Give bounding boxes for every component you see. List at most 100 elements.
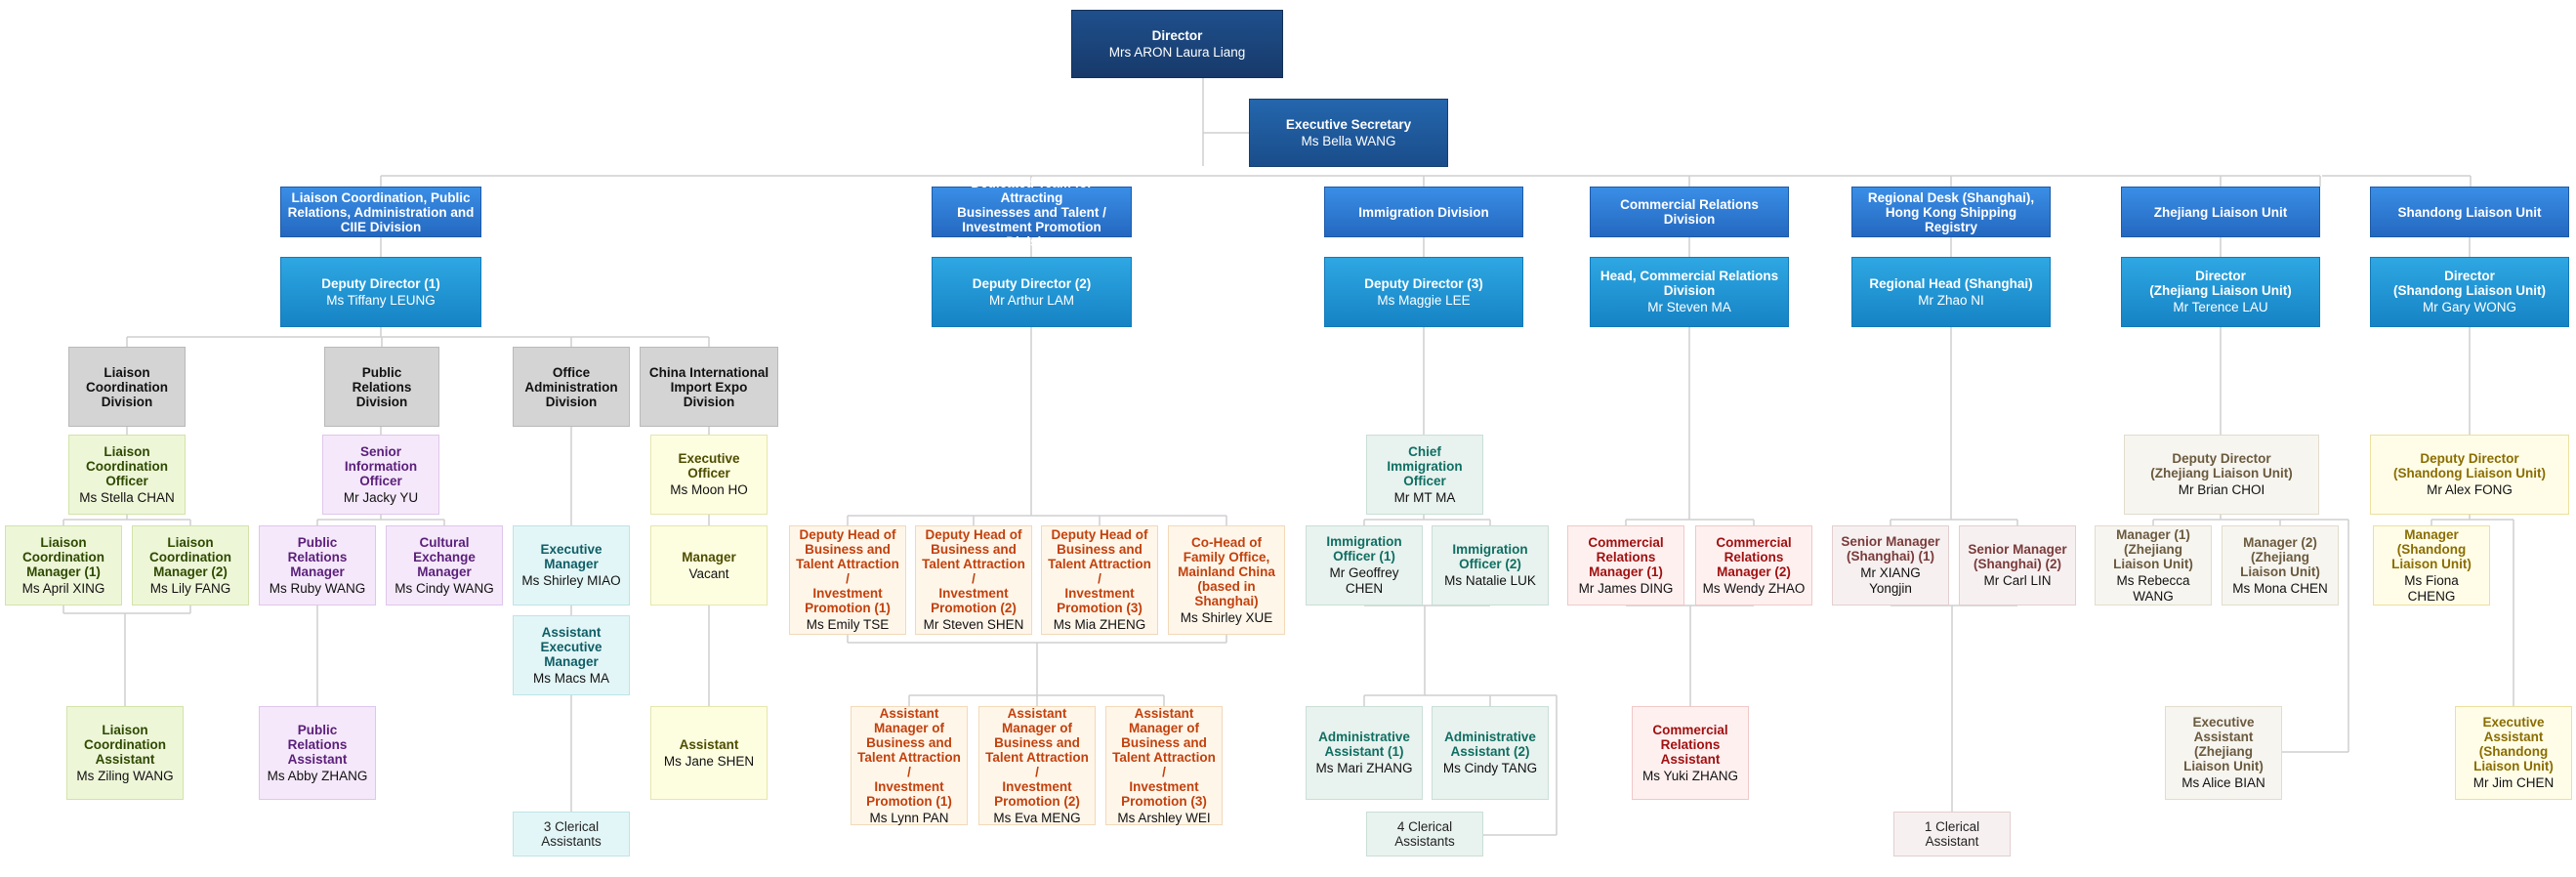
node-person-name: Ms Jane SHEN xyxy=(663,753,755,769)
node-title: Manager (1) (Zhejiang Liaison Unit) xyxy=(2113,526,2193,571)
node-person-name: Ms Yuki ZHANG xyxy=(1641,768,1739,783)
node-sm1: Senior Manager (Shanghai) (1)Mr XIANG Yo… xyxy=(1832,525,1949,606)
node-zm1: Manager (1) (Zhejiang Liaison Unit)Ms Re… xyxy=(2095,525,2212,606)
node-title: Assistant Manager of Business and Talent… xyxy=(857,705,961,809)
node-title: Zhejiang Liaison Unit xyxy=(2153,204,2288,220)
node-title: Public Relations Manager xyxy=(287,534,348,579)
node-title: Deputy Head of Business and Talent Attra… xyxy=(796,527,899,615)
node-title: Shandong Liaison Unit xyxy=(2397,204,2542,220)
node-title: Deputy Director (1) xyxy=(321,275,440,291)
node-crm2: Commercial Relations Manager (2)Ms Wendy… xyxy=(1695,525,1812,606)
node-am3: Assistant Manager of Business and Talent… xyxy=(1105,706,1223,825)
node-person-name: Ms Cindy TANG xyxy=(1442,761,1538,775)
node-person-name: Mr Geoffrey CHEN xyxy=(1329,565,1399,596)
node-person-name: Mr Gary WONG xyxy=(2423,300,2516,314)
node-title: Executive Assistant (Shandong Liaison Un… xyxy=(2473,715,2554,773)
node-title: Executive Secretary xyxy=(1285,116,1412,132)
node-title: Liaison Coordination Officer xyxy=(86,443,168,488)
node-head-regional: Regional Head (Shanghai)Mr Zhao NI xyxy=(1851,257,2051,327)
node-person-name: Ms Eva MENG xyxy=(993,810,1081,825)
node-aa1: Administrative Assistant (1)Ms Mari ZHAN… xyxy=(1306,706,1423,800)
node-person-name: Ms Alice BIAN xyxy=(2181,775,2265,790)
node-title: Commercial Relations Assistant xyxy=(1652,722,1728,767)
node-div-commercial: Commercial Relations Division xyxy=(1590,187,1789,237)
node-person-name: Mr Alex FONG xyxy=(2427,482,2513,497)
node-title: Senior Manager (Shanghai) (1) xyxy=(1841,534,1940,564)
node-dh3: Deputy Head of Business and Talent Attra… xyxy=(1041,525,1158,635)
node-person-name: Mr Jacky YU xyxy=(343,489,419,505)
node-person-name: Mr Brian CHOI xyxy=(2178,482,2265,497)
node-zea: Executive Assistant (Zhejiang Liaison Un… xyxy=(2165,706,2282,800)
node-title: Dedicated Team for Attracting Businesses… xyxy=(957,175,1106,249)
node-div-shandong: Shandong Liaison Unit xyxy=(2370,187,2569,237)
node-title: Deputy Director (3) xyxy=(1364,275,1483,291)
node-title: Deputy Director (Zhejiang Liaison Unit) xyxy=(2150,451,2293,480)
node-person-name: Ms Tiffany LEUNG xyxy=(326,292,436,308)
node-title: Deputy Head of Business and Talent Attra… xyxy=(922,527,1025,615)
node-div-liaison: Liaison Coordination, Public Relations, … xyxy=(280,187,481,237)
node-person-name: Mr Zhao NI xyxy=(1918,292,1984,308)
node-sdd: Deputy Director (Shandong Liaison Unit)M… xyxy=(2370,435,2569,515)
node-cohead: Co-Head of Family Office, Mainland China… xyxy=(1168,525,1285,635)
node-person-name: Ms Moon HO xyxy=(670,482,748,497)
node-title: China International Import Expo Division xyxy=(648,364,769,409)
node-sea: Executive Assistant (Shandong Liaison Un… xyxy=(2455,706,2572,800)
node-person-name: Mr Terence LAU xyxy=(2173,300,2268,314)
node-person-name: Ms Ruby WANG xyxy=(269,580,366,596)
node-title: 3 Clerical Assistants xyxy=(541,819,602,849)
node-title: Director (Zhejiang Liaison Unit) xyxy=(2149,269,2292,298)
node-title: Executive Officer xyxy=(678,451,740,480)
node-person-name: Ms Wendy ZHAO xyxy=(1702,580,1806,596)
node-aa2: Administrative Assistant (2)Ms Cindy TAN… xyxy=(1432,706,1549,800)
node-title: Manager xyxy=(682,549,736,564)
node-person-name: Ms Mari ZHANG xyxy=(1315,761,1413,775)
node-io1: Immigration Officer (1)Mr Geoffrey CHEN xyxy=(1306,525,1423,606)
node-title: Deputy Director (2) xyxy=(972,275,1092,291)
node-dh1: Deputy Head of Business and Talent Attra… xyxy=(789,525,906,635)
node-person-name: Mr Jim CHEN xyxy=(2472,775,2555,790)
node-person-name: Mr Steven SHEN xyxy=(923,617,1024,632)
node-dir-shandong: Director (Shandong Liaison Unit)Mr Gary … xyxy=(2370,257,2569,327)
node-person-name: Mr James DING xyxy=(1578,580,1674,596)
node-person-name: Ms Emily TSE xyxy=(806,617,890,632)
node-title: Chief Immigration Officer xyxy=(1387,443,1463,488)
node-title: Assistant Manager of Business and Talent… xyxy=(985,705,1089,809)
node-person-name: Vacant xyxy=(688,565,729,581)
node-person-name: Ms Mia ZHENG xyxy=(1053,617,1146,632)
node-dep2: Deputy Director (2)Mr Arthur LAM xyxy=(932,257,1132,327)
node-person-name: Mr MT MA xyxy=(1393,489,1456,505)
node-title: Office Administration Division xyxy=(524,364,618,409)
node-title: 4 Clerical Assistants xyxy=(1394,819,1455,849)
node-dir-zhejiang: Director (Zhejiang Liaison Unit) Mr Teren… xyxy=(2121,257,2320,327)
node-person-name: Mr Arthur LAM xyxy=(988,292,1075,308)
node-am2: Assistant Manager of Business and Talent… xyxy=(978,706,1096,825)
node-title: Immigration Division xyxy=(1358,204,1489,220)
node-clerical4: 4 Clerical Assistants xyxy=(1366,812,1483,856)
node-title: Executive Manager xyxy=(540,542,602,571)
node-clerical3: 3 Clerical Assistants xyxy=(513,812,630,856)
node-title: Deputy Head of Business and Talent Attra… xyxy=(1048,527,1151,615)
node-sub-oad: Office Administration Division xyxy=(513,347,630,427)
node-title: Immigration Officer (2) xyxy=(1452,542,1528,571)
node-title: Immigration Officer (1) xyxy=(1326,534,1402,564)
node-person-name: Ms Lynn PAN xyxy=(869,810,949,825)
node-zdd: Deputy Director (Zhejiang Liaison Unit) M… xyxy=(2124,435,2319,515)
node-title: Commercial Relations Division xyxy=(1620,197,1759,227)
node-sm-shd: Manager (Shandong Liaison Unit)Ms Fiona … xyxy=(2373,525,2490,606)
node-title: 1 Clerical Assistant xyxy=(1924,819,1980,849)
node-person-name: Ms Fiona CHENG xyxy=(2404,572,2459,604)
node-title: Liaison Coordination Assistant xyxy=(84,722,166,767)
node-div-attract: Dedicated Team for Attracting Businesses… xyxy=(932,176,1132,249)
node-title: Commercial Relations Manager (2) xyxy=(1716,534,1792,579)
node-div-regional: Regional Desk (Shanghai), Hong Kong Ship… xyxy=(1851,187,2051,237)
